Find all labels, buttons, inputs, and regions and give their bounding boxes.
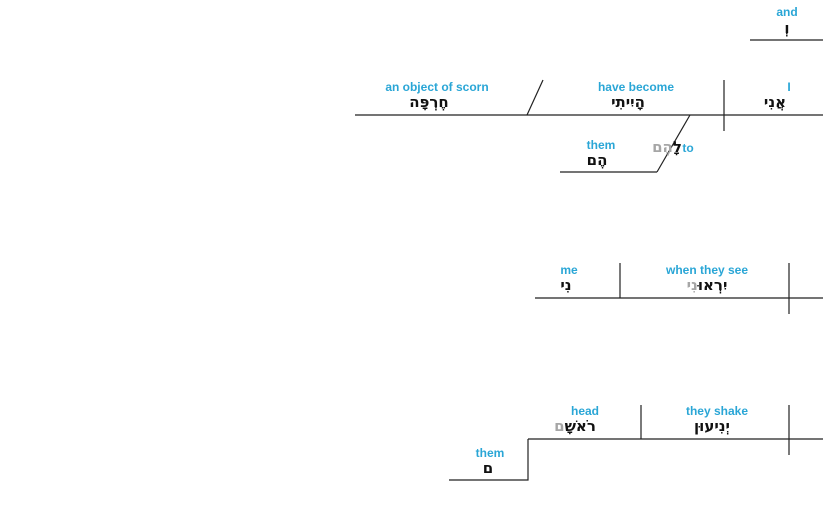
verb-gloss: have become xyxy=(598,80,674,94)
prep-hebrew-faded: הֶם xyxy=(652,138,673,156)
clause3-verb-hebrew: יְנִיעוּן xyxy=(694,417,730,435)
prep-slant-line xyxy=(656,114,691,173)
conjunction-gloss: and xyxy=(776,5,797,19)
clause2-verb-hebrew-faded: נִי xyxy=(687,276,698,294)
clause2-verb-gloss: when they see xyxy=(665,263,748,277)
prep-object-hebrew: הֶם xyxy=(587,151,608,169)
possessor-gloss: them xyxy=(476,446,505,460)
clause3-object-hebrew-faded: ם xyxy=(554,417,564,435)
prep-gloss: to xyxy=(682,141,693,155)
prep-hebrew: לָהֶם xyxy=(652,138,682,156)
clause2-verb-hebrew: יִרְאוּנִי xyxy=(687,276,728,294)
clause3-object-hebrew: רֹאשָׁם xyxy=(554,417,596,435)
subject-gloss: I xyxy=(787,80,790,94)
clause3-object-gloss: head xyxy=(571,404,599,418)
prep-hebrew-strong: לָ xyxy=(673,138,682,156)
complement-gloss: an object of scorn xyxy=(385,80,488,94)
clause2-object-hebrew: נִי xyxy=(560,276,571,294)
possessor-hebrew: ם xyxy=(483,459,493,477)
clause3-verb-gloss: they shake xyxy=(686,404,748,418)
clause1: I אֲנִי have become הָיִיתִי an object o… xyxy=(355,79,823,173)
clause2: when they see יִרְאוּנִי me נִי xyxy=(535,263,823,314)
conjunction-hebrew: וְ xyxy=(784,19,789,37)
verb-hebrew: הָיִיתִי xyxy=(611,93,645,111)
clause1-complement-divider xyxy=(526,79,544,116)
clause3: they shake יְנִיעוּן head רֹאשָׁם them ם xyxy=(449,404,823,481)
prep-object-gloss: them xyxy=(587,138,616,152)
clause2-verb-hebrew-strong: יִרְאוּ xyxy=(697,276,728,294)
possessor-line xyxy=(449,439,529,481)
clause3-object-hebrew-strong: רֹאשָׁ xyxy=(565,417,596,435)
conjunction-node: and וְ xyxy=(750,5,823,41)
subject-hebrew: אֲנִי xyxy=(764,93,786,111)
clause2-object-gloss: me xyxy=(560,263,578,277)
complement-hebrew: חֶרְפָּה xyxy=(409,93,449,111)
